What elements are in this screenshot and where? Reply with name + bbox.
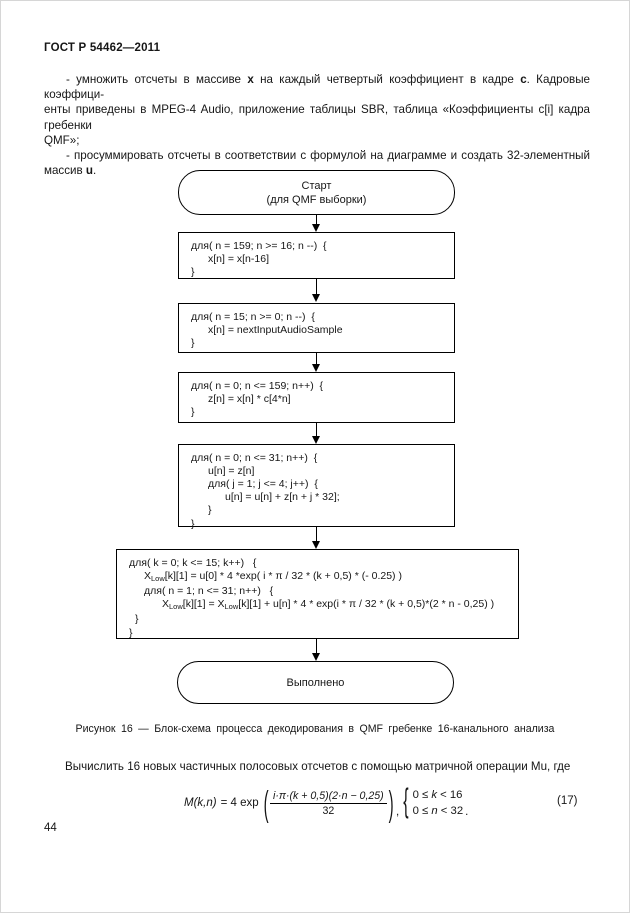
text-run: . Кадровые коэффици- xyxy=(44,73,590,102)
end-label: Выполнено xyxy=(286,676,345,689)
text-run: [k][1] + u[n] * 4 * exp(i * π / 32 * (k … xyxy=(238,598,495,611)
equation-comma: , xyxy=(396,806,400,818)
flow-connector-line xyxy=(316,423,317,437)
text-run: массив xyxy=(44,164,86,178)
paragraph-line: енты приведены в MPEG-4 Audio, приложени… xyxy=(44,103,590,132)
code-line: для( j = 1; j <= 4; j++) { xyxy=(208,477,318,490)
arrow-down-icon xyxy=(312,436,320,444)
code-line: для( n = 15; n >= 0; n --) { xyxy=(191,310,315,323)
paragraph-line: массив u. xyxy=(44,163,590,178)
code-line: } xyxy=(191,265,195,278)
paragraph-line: - умножить отсчеты в массиве x на каждый… xyxy=(44,72,590,102)
text-run: 0 ≤ xyxy=(412,789,432,801)
code-line: } xyxy=(191,336,195,349)
var-k: k xyxy=(431,789,438,801)
page-number: 44 xyxy=(44,822,57,834)
flow-connector-line xyxy=(316,215,317,225)
code-line: } xyxy=(208,504,212,517)
code-line: u[n] = u[n] + z[n + j * 32]; xyxy=(225,491,340,504)
condition-n: 0 ≤ n < 32 xyxy=(413,803,464,819)
flowchart-process-box-3: для( n = 0; n <= 159; n++) { z[n] = x[n]… xyxy=(178,372,455,423)
text-run: . xyxy=(92,164,97,178)
arrow-down-icon xyxy=(312,224,320,232)
open-paren: ( xyxy=(263,782,269,824)
flow-connector-line xyxy=(316,279,317,295)
code-line: x[n] = x[n-16] xyxy=(208,252,269,265)
code-line: для( k = 0; k <= 15; k++) { xyxy=(129,556,257,569)
code-line: x[n] = nextInputAudioSample xyxy=(208,323,343,336)
code-line: XLow[k][1] = u[0] * 4 *exp( i * π / 32 *… xyxy=(144,570,512,585)
code-line: z[n] = x[n] * c[4*n] xyxy=(208,392,291,405)
body-paragraph: Вычислить 16 новых частичных полосовых о… xyxy=(65,760,571,773)
code-line: для( n = 159; n >= 16; n --) { xyxy=(191,239,327,252)
fraction-denominator: 32 xyxy=(322,804,335,817)
code-line: для( n = 1; n <= 31; n++) { xyxy=(144,584,274,597)
text-run: X xyxy=(144,569,152,582)
code-line: } xyxy=(191,405,195,418)
arrow-down-icon xyxy=(312,294,320,302)
flowchart-process-box-5: для( k = 0; k <= 15; k++) { XLow[k][1] =… xyxy=(116,549,519,639)
cases-brace: { xyxy=(403,784,409,820)
bold-var-x: x xyxy=(247,73,254,86)
intro-text-block: - умножить отсчеты в массиве x на каждый… xyxy=(44,72,590,178)
text-run: [k][1] = X xyxy=(182,598,225,611)
code-line: } xyxy=(135,613,139,626)
code-line: u[n] = z[n] xyxy=(208,464,255,477)
flowchart-process-box-1: для( n = 159; n >= 16; n --) { x[n] = x[… xyxy=(178,232,455,279)
equation-operator: = 4 exp xyxy=(220,797,259,809)
arrow-down-icon xyxy=(312,364,320,372)
figure-caption: Рисунок 16 — Блок-схема процесса декодир… xyxy=(75,723,555,735)
flowchart-end-terminator: Выполнено xyxy=(177,661,454,704)
equation-conditions: 0 ≤ k < 16 0 ≤ n < 32 xyxy=(413,787,464,819)
close-paren: ) xyxy=(388,782,394,824)
flow-connector-line xyxy=(316,353,317,365)
code-line: для( n = 0; n <= 31; n++) { xyxy=(191,451,318,464)
subscript-low: Low xyxy=(224,602,239,612)
equation-17: M(k,n) = 4 exp ( i·π·(k + 0,5)(2·n − 0,2… xyxy=(184,780,468,826)
equation-number: (17) xyxy=(557,795,578,807)
text-run: < 32 xyxy=(437,805,464,817)
flowchart-process-box-4: для( n = 0; n <= 31; n++) { u[n] = z[n] … xyxy=(178,444,455,530)
text-run: X xyxy=(162,598,170,611)
paragraph-line: - просуммировать отсчеты в соответствии … xyxy=(66,149,590,163)
flowchart-start-terminator: Старт (для QMF выборки) xyxy=(178,170,455,215)
arrow-down-icon xyxy=(312,653,320,661)
text-run: - умножить отсчеты в массиве xyxy=(66,73,248,86)
subscript-low: Low xyxy=(151,573,165,583)
paragraph-line: QMF»; xyxy=(44,133,80,147)
document-header: ГОСТ Р 54462—2011 xyxy=(44,42,161,54)
code-line: } xyxy=(191,517,195,530)
bold-var-u: u xyxy=(85,164,93,178)
text-run: < 16 xyxy=(437,789,463,801)
equation-period: . xyxy=(465,806,469,818)
flow-connector-line xyxy=(316,639,317,654)
flow-connector-line xyxy=(316,527,317,542)
text-run: на каждый четвертый коэффициент в кадре xyxy=(253,73,521,86)
text-run: [k][1] = u[0] * 4 *exp( i * π / 32 * (k … xyxy=(164,569,402,582)
code-line: } xyxy=(129,626,133,639)
var-n: n xyxy=(431,805,438,817)
code-line: XLow[k][1] = XLow[k][1] + u[n] * 4 * exp… xyxy=(162,598,512,613)
equation-lhs: M(k,n) xyxy=(184,797,217,809)
subscript-low: Low xyxy=(169,602,183,612)
arrow-down-icon xyxy=(312,541,320,549)
text-run: 0 ≤ xyxy=(412,805,432,817)
fraction-numerator: i·π·(k + 0,5)(2·n − 0,25) xyxy=(269,790,387,804)
condition-k: 0 ≤ k < 16 xyxy=(413,787,464,803)
start-label-line1: Старт xyxy=(301,179,332,192)
flowchart-process-box-2: для( n = 15; n >= 0; n --) { x[n] = next… xyxy=(178,303,455,353)
code-line: для( n = 0; n <= 159; n++) { xyxy=(191,379,324,392)
fraction: i·π·(k + 0,5)(2·n − 0,25) 32 xyxy=(269,790,387,817)
bold-var-c: c xyxy=(520,73,527,86)
start-label-line2: (для QMF выборки) xyxy=(266,193,367,206)
